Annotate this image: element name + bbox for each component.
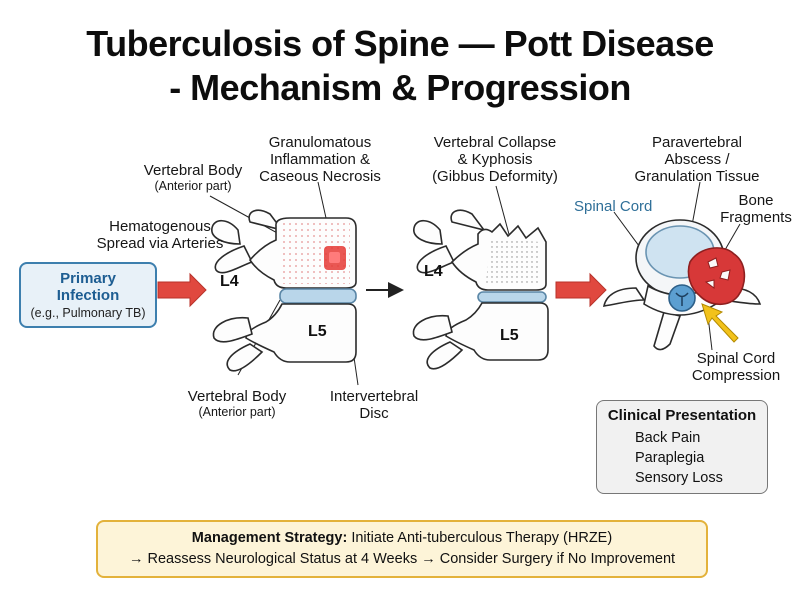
- management-line-2: → Reassess Neurological Status at 4 Week…: [128, 551, 676, 567]
- collapsed-spine-illustration: [412, 209, 549, 370]
- management-line-1-text: Initiate Anti-tuberculous Therapy (HRZE): [347, 530, 613, 546]
- abscess-line-1: Paravertebral: [651, 134, 743, 151]
- granulomatous-label: Granulomatous Inflammation & Caseous Nec…: [246, 134, 394, 185]
- spread-arrow: [157, 272, 207, 308]
- primary-infection-box: Primary Infection (e.g., Pulmonary TB): [19, 262, 157, 328]
- vertebral-body-top-subtext: (Anterior part): [154, 179, 232, 193]
- collapse-line-1: Vertebral Collapse: [433, 134, 557, 151]
- management-strategy-box: Management Strategy: Initiate Anti-tuber…: [96, 520, 708, 578]
- hematogenous-spread-label: Hematogenous Spread via Arteries: [84, 218, 236, 252]
- hematogenous-line-1: Hematogenous: [109, 218, 211, 235]
- collapsed-l4-label: L4: [424, 263, 443, 280]
- bone-fragments-label: Bone Fragments: [720, 192, 792, 226]
- disc-line-1: Intervertebral: [329, 388, 419, 405]
- collapse-line-3: (Gibbus Deformity): [432, 168, 558, 185]
- granulomatous-line-3: Caseous Necrosis: [259, 168, 381, 185]
- intervertebral-disc: [279, 288, 357, 304]
- vertebra-cross-section: [602, 219, 762, 351]
- primary-infection-subtitle: (e.g., Pulmonary TB): [30, 306, 146, 320]
- bone-fragment: [719, 269, 731, 281]
- narrowed-disc: [477, 291, 547, 303]
- bone-line-1: Bone: [738, 192, 774, 209]
- primary-infection-title-line-2: Infection: [56, 287, 120, 304]
- vertebral-collapse-label: Vertebral Collapse & Kyphosis (Gibbus De…: [406, 134, 584, 185]
- vertebral-body-bottom-text: Vertebral Body: [187, 388, 287, 405]
- management-line-1: Management Strategy: Initiate Anti-tuber…: [98, 530, 706, 546]
- granulomatous-line-1: Granulomatous: [268, 134, 372, 151]
- title-line-2: - Mechanism & Progression: [169, 67, 631, 108]
- clinical-item-sensory-loss: Sensory Loss: [635, 470, 723, 486]
- collapse-line-2: & Kyphosis: [457, 151, 533, 168]
- healthy-spine-illustration: [211, 209, 357, 372]
- bone-fragment: [704, 279, 715, 289]
- bone-line-2: Fragments: [720, 209, 792, 226]
- clinical-presentation-title: Clinical Presentation: [607, 407, 757, 424]
- spinal-cord-label: Spinal Cord: [574, 198, 653, 215]
- spinal-cord-compression-label: Spinal Cord Compression: [682, 350, 790, 384]
- healthy-l5-label: L5: [308, 323, 327, 340]
- vertebral-body-bottom-label: Vertebral Body (Anterior part): [166, 388, 308, 420]
- clinical-item-paraplegia: Paraplegia: [635, 450, 705, 466]
- vertebral-body-top-label: Vertebral Body (Anterior part): [122, 162, 264, 194]
- compression-line-2: Compression: [691, 367, 781, 384]
- primary-infection-title: Primary Infection: [21, 270, 155, 304]
- vertebral-body-top-text: Vertebral Body: [143, 162, 243, 179]
- primary-infection-title-line-1: Primary: [60, 270, 116, 287]
- compression-line-1: Spinal Cord: [696, 350, 776, 367]
- hematogenous-line-2: Spread via Arteries: [96, 235, 224, 252]
- healthy-l4-label: L4: [220, 273, 239, 290]
- vertebral-body-bottom-subtext: (Anterior part): [198, 405, 276, 419]
- paravertebral-abscess: [687, 247, 746, 306]
- title-line-1: Tuberculosis of Spine — Pott Disease: [86, 23, 714, 64]
- granulomatous-line-2: Inflammation &: [269, 151, 371, 168]
- bone-fragment: [707, 257, 719, 269]
- collapsed-l5-label: L5: [500, 327, 519, 344]
- compression-arrow: [701, 303, 739, 343]
- paravertebral-abscess-label: Paravertebral Abscess / Granulation Tiss…: [622, 134, 772, 185]
- abscess-line-3: Granulation Tissue: [634, 168, 760, 185]
- disc-line-2: Disc: [359, 405, 389, 422]
- clinical-item-back-pain: Back Pain: [635, 430, 701, 446]
- progression-arrow: [555, 272, 607, 308]
- l5-vertebral-body: [245, 303, 357, 363]
- abscess-line-2: Abscess /: [664, 151, 730, 168]
- clinical-presentation-box: Clinical Presentation Back Pain Parapleg…: [596, 400, 768, 494]
- management-lead: Management Strategy:: [191, 530, 348, 546]
- intervertebral-disc-label: Intervertebral Disc: [314, 388, 434, 422]
